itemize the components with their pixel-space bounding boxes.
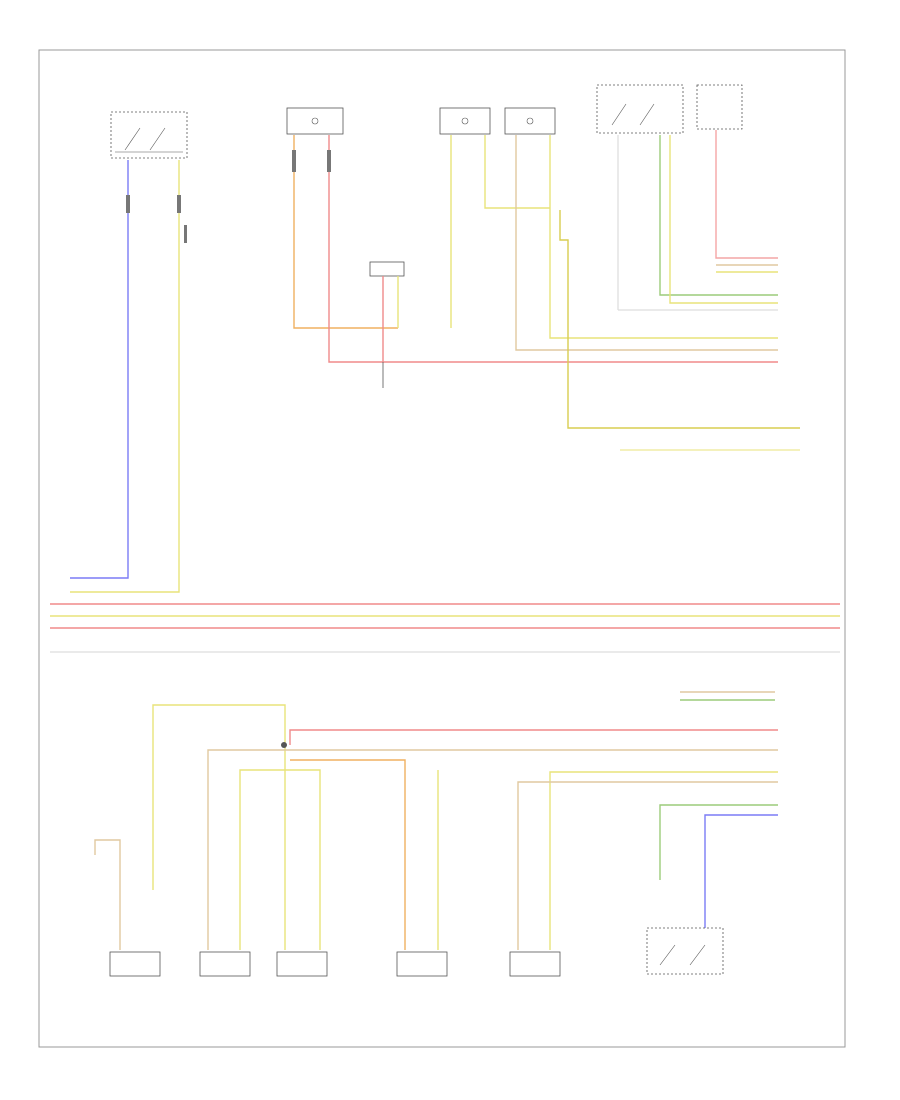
wire-bottom-red bbox=[289, 729, 778, 745]
wire-door-switch-c bbox=[669, 135, 778, 304]
lamp-bottom-1 bbox=[109, 951, 161, 977]
wire-markers-top-left bbox=[126, 195, 187, 243]
lamp-top-a bbox=[286, 107, 344, 135]
wire-bottom-lamp1 bbox=[207, 749, 778, 950]
wire-lamp-c-down bbox=[559, 210, 800, 429]
lamp-top-c bbox=[504, 107, 556, 135]
ground-block-top bbox=[369, 261, 405, 277]
bottom-right-connector bbox=[680, 691, 775, 701]
wire-bottom-orange bbox=[290, 759, 406, 950]
door-switch-top bbox=[596, 84, 684, 134]
lamp-bottom-3 bbox=[276, 951, 328, 977]
wire-bottom-left-tan bbox=[94, 839, 121, 950]
wire-fuse-a bbox=[715, 130, 778, 259]
lamp-top-b bbox=[439, 107, 491, 135]
wire-orange-lamp-a bbox=[293, 135, 398, 329]
wire-bottom-lamp4b bbox=[517, 781, 778, 950]
wire-bottom-yellow-main bbox=[152, 704, 286, 950]
wire-door-switch-b bbox=[659, 135, 778, 296]
diagram-frame bbox=[38, 49, 846, 1048]
wire-bottom-switch-blue bbox=[704, 814, 778, 930]
wire-red-lamp-a bbox=[328, 135, 778, 363]
wire-bottom-switch-green bbox=[659, 804, 778, 880]
wire-bottom-lamp2 bbox=[239, 769, 321, 950]
wire-blue-left bbox=[70, 160, 129, 579]
lamp-bottom-5 bbox=[509, 951, 561, 977]
wire-lamp-b-right bbox=[484, 135, 550, 209]
fuse-box-top bbox=[696, 84, 743, 130]
switch-bottom bbox=[646, 927, 724, 975]
interior-light-switch-top-left bbox=[110, 111, 188, 159]
wire-lamp-c-left bbox=[515, 135, 778, 351]
lamp-bottom-4 bbox=[396, 951, 448, 977]
junction-dot bbox=[281, 742, 287, 748]
wire-yellow-left bbox=[70, 160, 180, 593]
wire-lamp-c-right bbox=[549, 135, 778, 339]
wire-bottom-lamp4a bbox=[549, 771, 778, 950]
harness-bus bbox=[50, 603, 840, 653]
lamp-bottom-2 bbox=[199, 951, 251, 977]
